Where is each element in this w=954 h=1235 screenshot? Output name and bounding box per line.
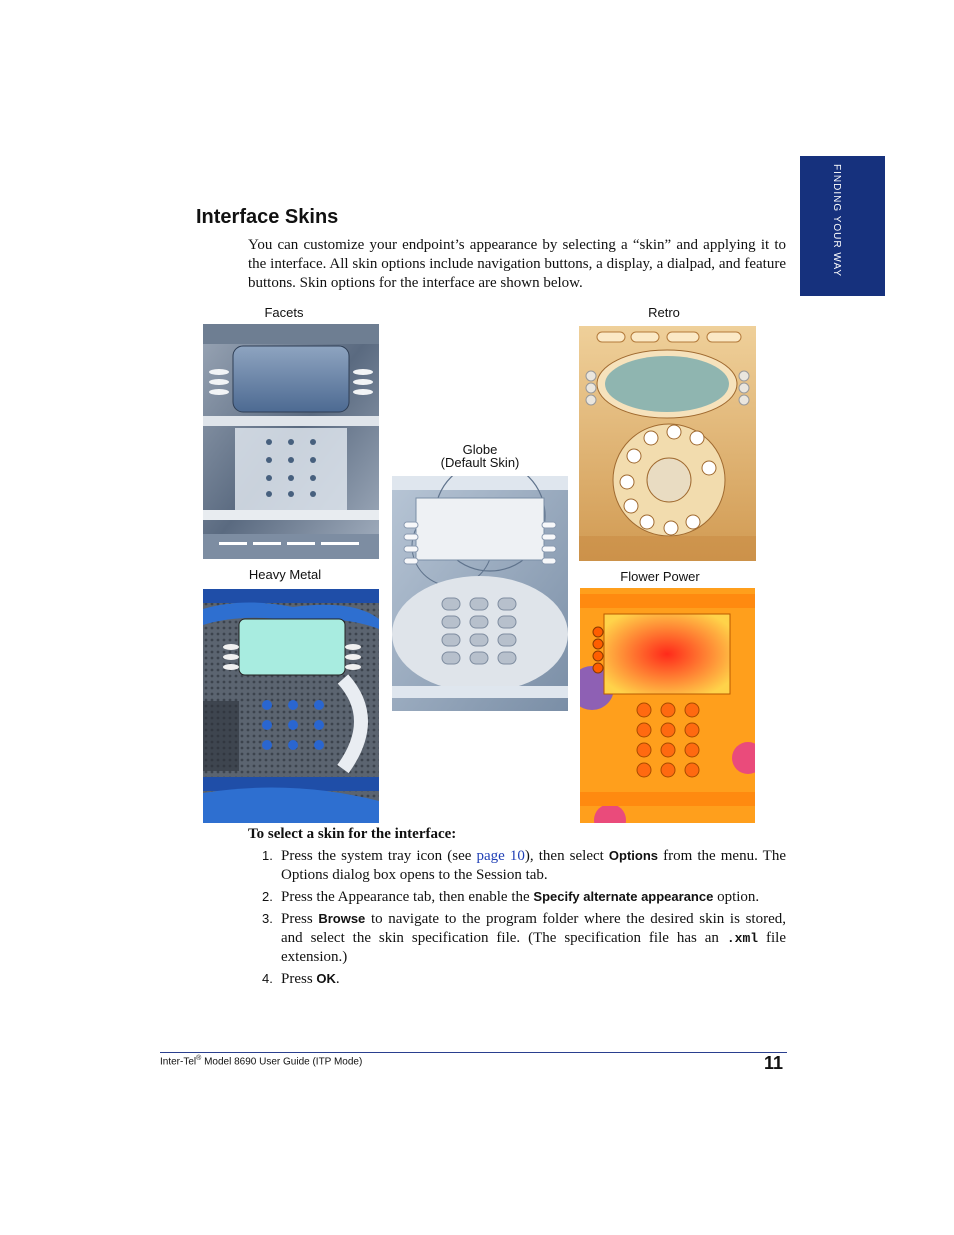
- caption-flower-power: Flower Power: [620, 569, 700, 584]
- step-text: Press the system tray icon (see: [281, 848, 477, 864]
- caption-heavy-metal: Heavy Metal: [248, 567, 322, 582]
- step-3: 3. Press Browse to navigate to the progr…: [262, 909, 786, 967]
- footer-rule: [160, 1052, 787, 1053]
- flower-power-skin-image: [580, 588, 755, 823]
- step-text: to navigate to the program folder where …: [281, 911, 786, 946]
- caption-retro: Retro: [648, 305, 680, 320]
- step-text: ), then select: [524, 848, 609, 864]
- facets-skin-image: [203, 324, 379, 559]
- ui-term: Specify alternate appearance: [533, 889, 714, 904]
- caption-facets: Facets: [264, 305, 304, 320]
- step-number: 4.: [262, 971, 273, 986]
- step-number: 2.: [262, 889, 273, 904]
- step-1: 1. Press the system tray icon (see page …: [262, 846, 786, 885]
- step-text: .: [335, 971, 340, 987]
- retro-skin-image: [579, 326, 756, 561]
- step-number: 1.: [262, 848, 273, 863]
- footer-title: Model 8690 User Guide (ITP Mode): [201, 1056, 363, 1068]
- file-extension: .xml: [726, 931, 759, 946]
- procedure-title: To select a skin for the interface:: [248, 826, 457, 842]
- footer-text: Inter-Tel® Model 8690 User Guide (ITP Mo…: [160, 1055, 362, 1067]
- step-4: 4. Press OK.: [262, 969, 786, 989]
- step-text: Press: [281, 911, 319, 927]
- heavy-metal-skin-image: [203, 589, 379, 823]
- procedure-steps: 1. Press the system tray icon (see page …: [262, 846, 786, 991]
- step-text: Press: [281, 971, 317, 987]
- step-number: 3.: [262, 911, 273, 926]
- caption-globe-note: (Default Skin): [440, 455, 520, 470]
- ui-term: Browse: [318, 911, 366, 926]
- step-text: Press the Appearance tab, then enable th…: [281, 889, 534, 905]
- ui-term: OK: [316, 971, 336, 986]
- page-link[interactable]: page 10: [476, 848, 525, 864]
- registered-mark: ®: [196, 1055, 202, 1062]
- step-text: from the menu. The Options dialog box op…: [281, 848, 786, 883]
- step-2: 2. Press the Appearance tab, then enable…: [262, 887, 786, 907]
- step-text: file extension.): [281, 930, 786, 965]
- footer-brand: Inter-Tel: [160, 1056, 197, 1068]
- caption-globe: Globe (Default Skin): [420, 443, 540, 469]
- globe-skin-image: [392, 476, 568, 711]
- ui-term: Options: [608, 848, 659, 863]
- chapter-tab: FINDING YOUR WAY: [800, 156, 885, 296]
- chapter-tab-label: FINDING YOUR WAY: [831, 164, 842, 278]
- intro-paragraph: You can customize your endpoint’s appear…: [248, 237, 786, 291]
- page-number: 11: [764, 1053, 784, 1073]
- section-heading: Interface Skins: [196, 206, 339, 228]
- step-text: option.: [713, 889, 760, 905]
- caption-globe-name: Globe: [462, 442, 498, 457]
